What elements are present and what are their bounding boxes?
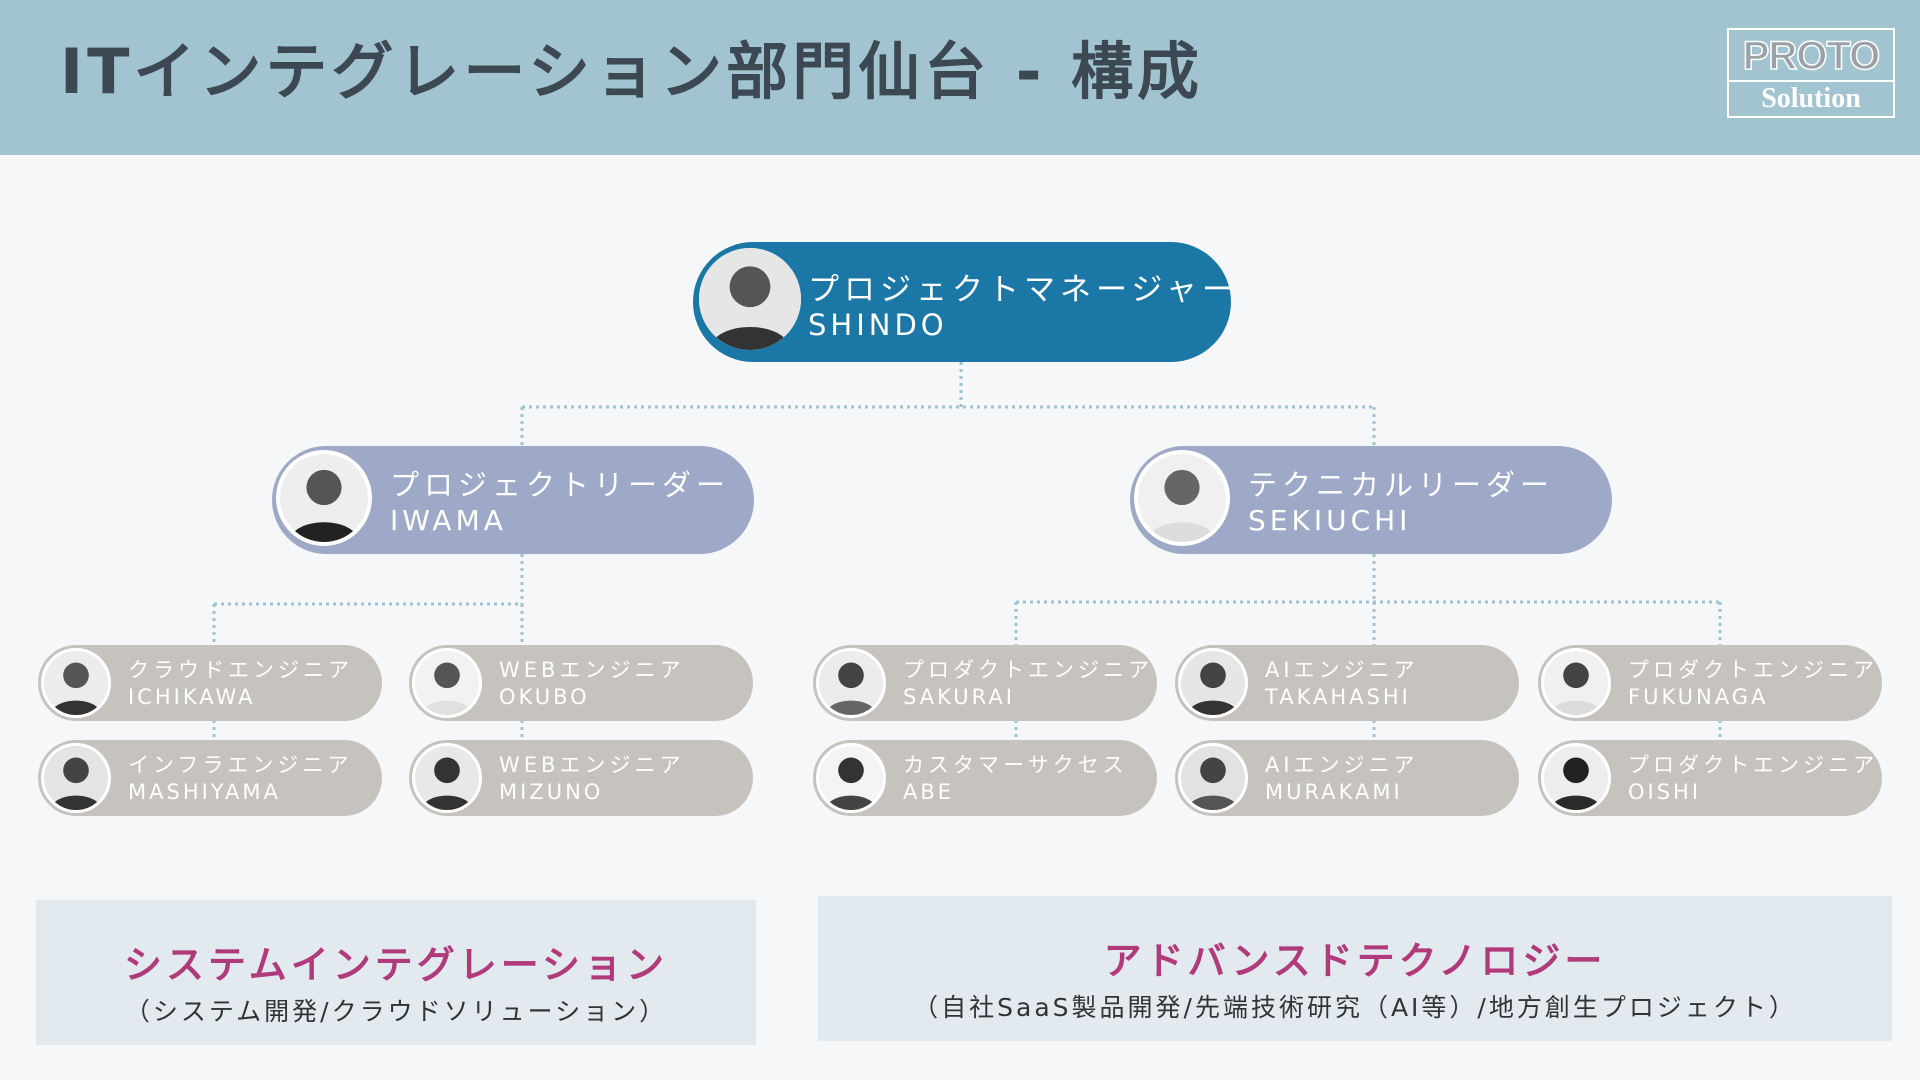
member-name: ICHIKAWA [128,685,256,709]
header-bar: ITインテグレーション部門仙台 - 構成 PROTO Solution [0,0,1920,155]
member-name: TAKAHASHI [1265,685,1411,709]
member-node-fukunaga: プロダクトエンジニア FUKUNAGA [1538,645,1882,721]
member-role: プロダクトエンジニア [1628,658,1878,682]
division-subtitle: （システム開発/クラウドソリューション） [124,997,668,1026]
member-role: プロダクトエンジニア [903,658,1153,682]
division-title: システムインテグレーション [123,943,669,987]
person-photo-icon [412,648,482,718]
lead-name: IWAMA [390,504,507,537]
lead-node-iwama: プロジェクトリーダー IWAMA [272,446,754,554]
member-node-mashiyama: インフラエンジニア MASHIYAMA [38,740,382,816]
manager-role: プロジェクトマネージャー [808,272,1238,308]
member-node-mizuno: WEBエンジニア MIZUNO [409,740,753,816]
member-role: インフラエンジニア [128,753,353,777]
member-name: FUKUNAGA [1628,685,1769,709]
person-photo-icon [1178,743,1248,813]
member-name: MASHIYAMA [128,780,281,804]
person-photo-icon [1178,648,1248,718]
member-name: SAKURAI [903,685,1015,709]
lead-role: プロジェクトリーダー [390,468,731,502]
manager-name: SHINDO [808,308,948,342]
member-node-murakami: AIエンジニア MURAKAMI [1175,740,1519,816]
division-title: アドバンスドテクノロジー [1103,939,1607,983]
manager-node: プロジェクトマネージャー SHINDO [693,242,1233,362]
lead-node-sekiuchi: テクニカルリーダー SEKIUCHI [1130,446,1612,554]
member-role: クラウドエンジニア [128,658,353,682]
person-photo-icon [41,648,111,718]
member-role: プロダクトエンジニア [1628,753,1878,777]
person-photo-icon [696,245,804,353]
member-node-oishi: プロダクトエンジニア OISHI [1538,740,1882,816]
logo-solution-text: Solution [1729,80,1893,116]
member-node-takahashi: AIエンジニア TAKAHASHI [1175,645,1519,721]
division-subtitle: （自社SaaS製品開発/先端技術研究（AI等）/地方創生プロジェクト） [913,993,1797,1022]
person-photo-icon [816,743,886,813]
lead-role: テクニカルリーダー [1248,468,1555,502]
member-name: OKUBO [499,685,590,709]
person-photo-icon [276,450,372,546]
logo-proto-text: PROTO [1742,33,1881,79]
member-node-okubo: WEBエンジニア OKUBO [409,645,753,721]
member-role: AIエンジニア [1265,658,1419,682]
member-role: AIエンジニア [1265,753,1419,777]
page-title: ITインテグレーション部門仙台 - 構成 [60,35,1204,108]
member-name: ABE [903,780,955,804]
division-box-system-integration: システムインテグレーション （システム開発/クラウドソリューション） [36,900,756,1045]
member-role: WEBエンジニア [499,658,685,682]
lead-name: SEKIUCHI [1248,504,1412,537]
person-photo-icon [816,648,886,718]
person-photo-icon [1541,648,1611,718]
member-name: MURAKAMI [1265,780,1403,804]
member-role: WEBエンジニア [499,753,685,777]
member-name: MIZUNO [499,780,604,804]
member-node-ichikawa: クラウドエンジニア ICHIKAWA [38,645,382,721]
proto-solution-logo: PROTO Solution [1727,28,1895,118]
person-photo-icon [412,743,482,813]
member-node-sakurai: プロダクトエンジニア SAKURAI [813,645,1157,721]
person-photo-icon [41,743,111,813]
division-box-advanced-technology: アドバンスドテクノロジー （自社SaaS製品開発/先端技術研究（AI等）/地方創… [818,896,1892,1041]
member-name: OISHI [1628,780,1702,804]
member-node-abe: カスタマーサクセス ABE [813,740,1157,816]
person-photo-icon [1134,450,1230,546]
person-photo-icon [1541,743,1611,813]
member-role: カスタマーサクセス [903,753,1128,777]
